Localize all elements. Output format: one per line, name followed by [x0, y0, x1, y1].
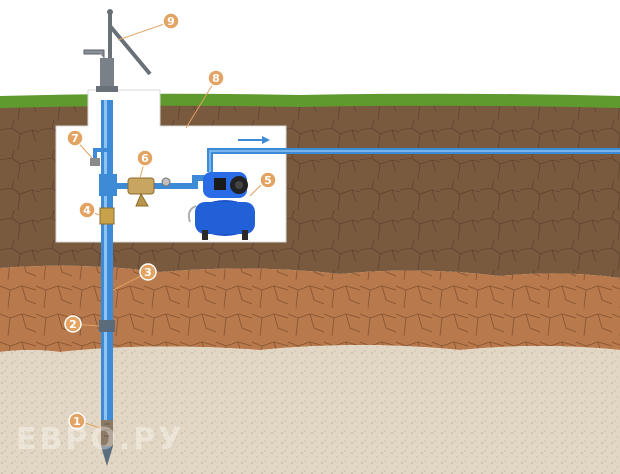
callout-8: 8	[207, 69, 225, 87]
hand-pump	[83, 9, 152, 92]
callout-2: 2	[64, 315, 82, 333]
callout-9: 9	[162, 12, 180, 30]
callout-1: 1	[68, 412, 86, 430]
well-filter	[101, 420, 113, 446]
callout-5: 5	[259, 171, 277, 189]
drain-tap	[90, 158, 100, 166]
callout-4: 4	[78, 201, 96, 219]
svg-text:5: 5	[264, 174, 272, 187]
svg-text:4: 4	[83, 204, 91, 217]
svg-text:9: 9	[167, 15, 175, 28]
svg-text:1: 1	[73, 415, 81, 428]
svg-text:3: 3	[144, 266, 152, 279]
svg-text:7: 7	[71, 132, 79, 145]
callout-7: 7	[66, 129, 84, 147]
check-valve	[99, 207, 115, 225]
mesh-filter	[127, 177, 171, 207]
pipe-coupling	[99, 320, 115, 332]
callout-3: 3	[139, 263, 157, 281]
svg-text:8: 8	[212, 72, 220, 85]
callout-6: 6	[136, 149, 154, 167]
right-arrow-icon	[238, 136, 270, 144]
svg-text:2: 2	[69, 318, 77, 331]
svg-text:6: 6	[141, 152, 149, 165]
watermark: ЕВРО.РУ	[16, 422, 185, 457]
pump-station	[187, 172, 255, 240]
